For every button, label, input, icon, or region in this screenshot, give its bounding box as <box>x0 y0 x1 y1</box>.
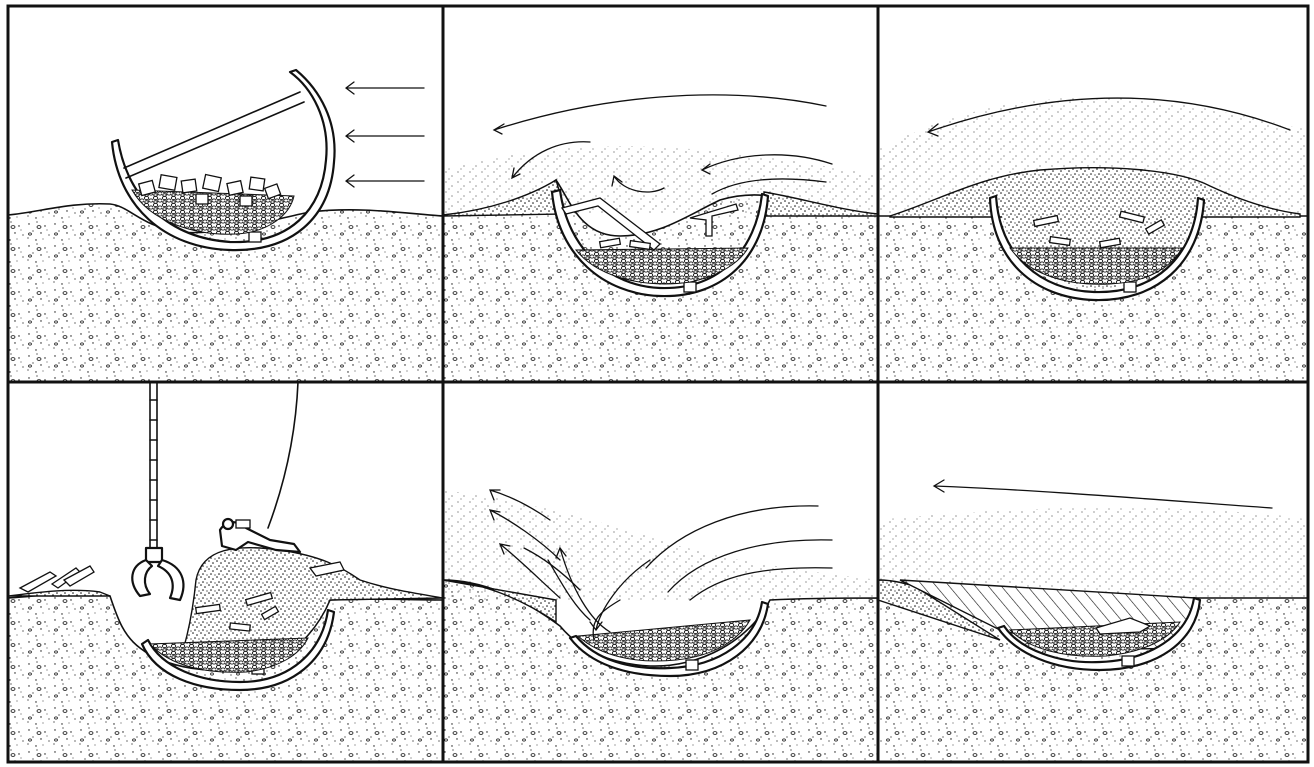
diver-icon <box>220 382 300 552</box>
current-arrows <box>346 82 424 187</box>
panel-1 <box>8 70 443 382</box>
panel-5 <box>443 490 878 762</box>
current-arrows <box>934 480 1272 508</box>
panel-4 <box>8 382 443 762</box>
panel-3 <box>878 97 1308 382</box>
panel-2 <box>443 95 878 382</box>
panel-6 <box>878 480 1308 762</box>
grab-dredge-icon <box>132 382 183 600</box>
